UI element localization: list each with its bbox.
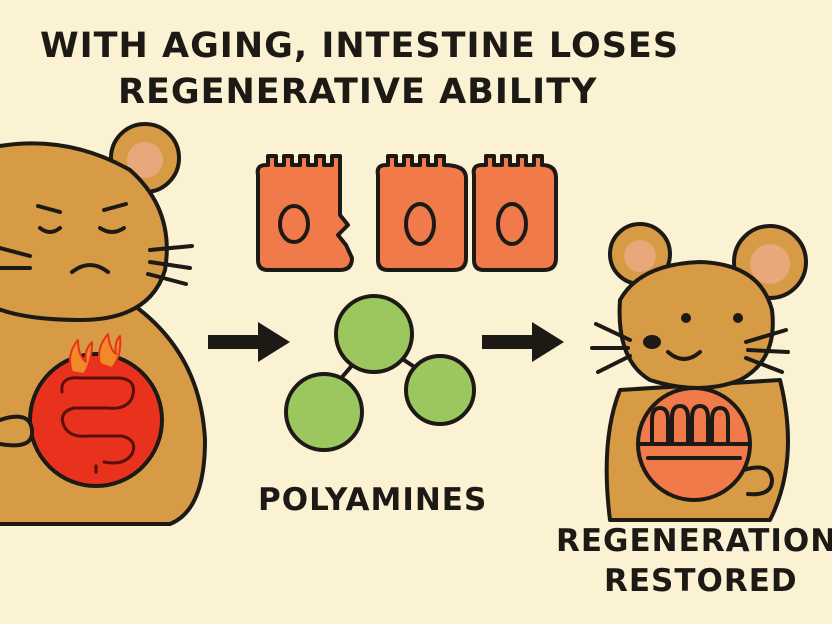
- polyamine-node-top: [334, 294, 414, 374]
- intestinal-cell-1: [255, 154, 354, 272]
- polyamine-molecule: [284, 294, 476, 452]
- flame-icon-1: [69, 339, 93, 375]
- cell-nucleus-1: [278, 204, 310, 244]
- arrow-icon-1: [208, 322, 290, 362]
- aged-mouse-eye-left: [38, 226, 62, 234]
- healthy-gut-villi: [638, 404, 750, 460]
- aged-mouse: [0, 122, 207, 526]
- intestinal-cell-3: [471, 154, 558, 272]
- healthy-mouse-eye-right: [733, 313, 743, 323]
- aged-mouse-eye-right: [98, 226, 126, 234]
- inflamed-gut-loops: [60, 376, 136, 474]
- healthy-mouse-head: [617, 260, 775, 390]
- healthy-mouse-whiskers: [590, 322, 790, 374]
- regeneration-label-line-1: REGENERATION: [556, 523, 832, 559]
- healthy-mouse-nose: [643, 335, 661, 349]
- aged-mouse-brow-right: [102, 202, 128, 212]
- aged-mouse-frown: [70, 263, 110, 274]
- polyamine-node-left: [284, 372, 364, 452]
- title-line-1: WITH AGING, INTESTINE LOSES: [40, 26, 680, 66]
- healthy-mouse: [590, 222, 808, 522]
- polyamine-node-right: [404, 354, 476, 426]
- polyamines-label: POLYAMINES: [258, 482, 488, 518]
- healthy-mouse-smile: [666, 350, 702, 361]
- cell-nucleus-3: [496, 202, 528, 246]
- flame-icon-2: [98, 333, 122, 369]
- title-line-2: REGENERATIVE ABILITY: [118, 72, 598, 112]
- intestinal-cell-2: [375, 154, 468, 272]
- aged-mouse-whiskers: [0, 244, 194, 286]
- healthy-mouse-paw: [742, 465, 774, 497]
- arrow-icon-2: [482, 322, 564, 362]
- aged-mouse-brow-left: [36, 204, 62, 214]
- regeneration-label-line-2: RESTORED: [604, 563, 798, 599]
- cell-nucleus-2: [404, 202, 436, 246]
- aged-mouse-head: [0, 141, 169, 322]
- healthy-mouse-eye-left: [681, 313, 691, 323]
- aged-mouse-paw: [0, 414, 35, 448]
